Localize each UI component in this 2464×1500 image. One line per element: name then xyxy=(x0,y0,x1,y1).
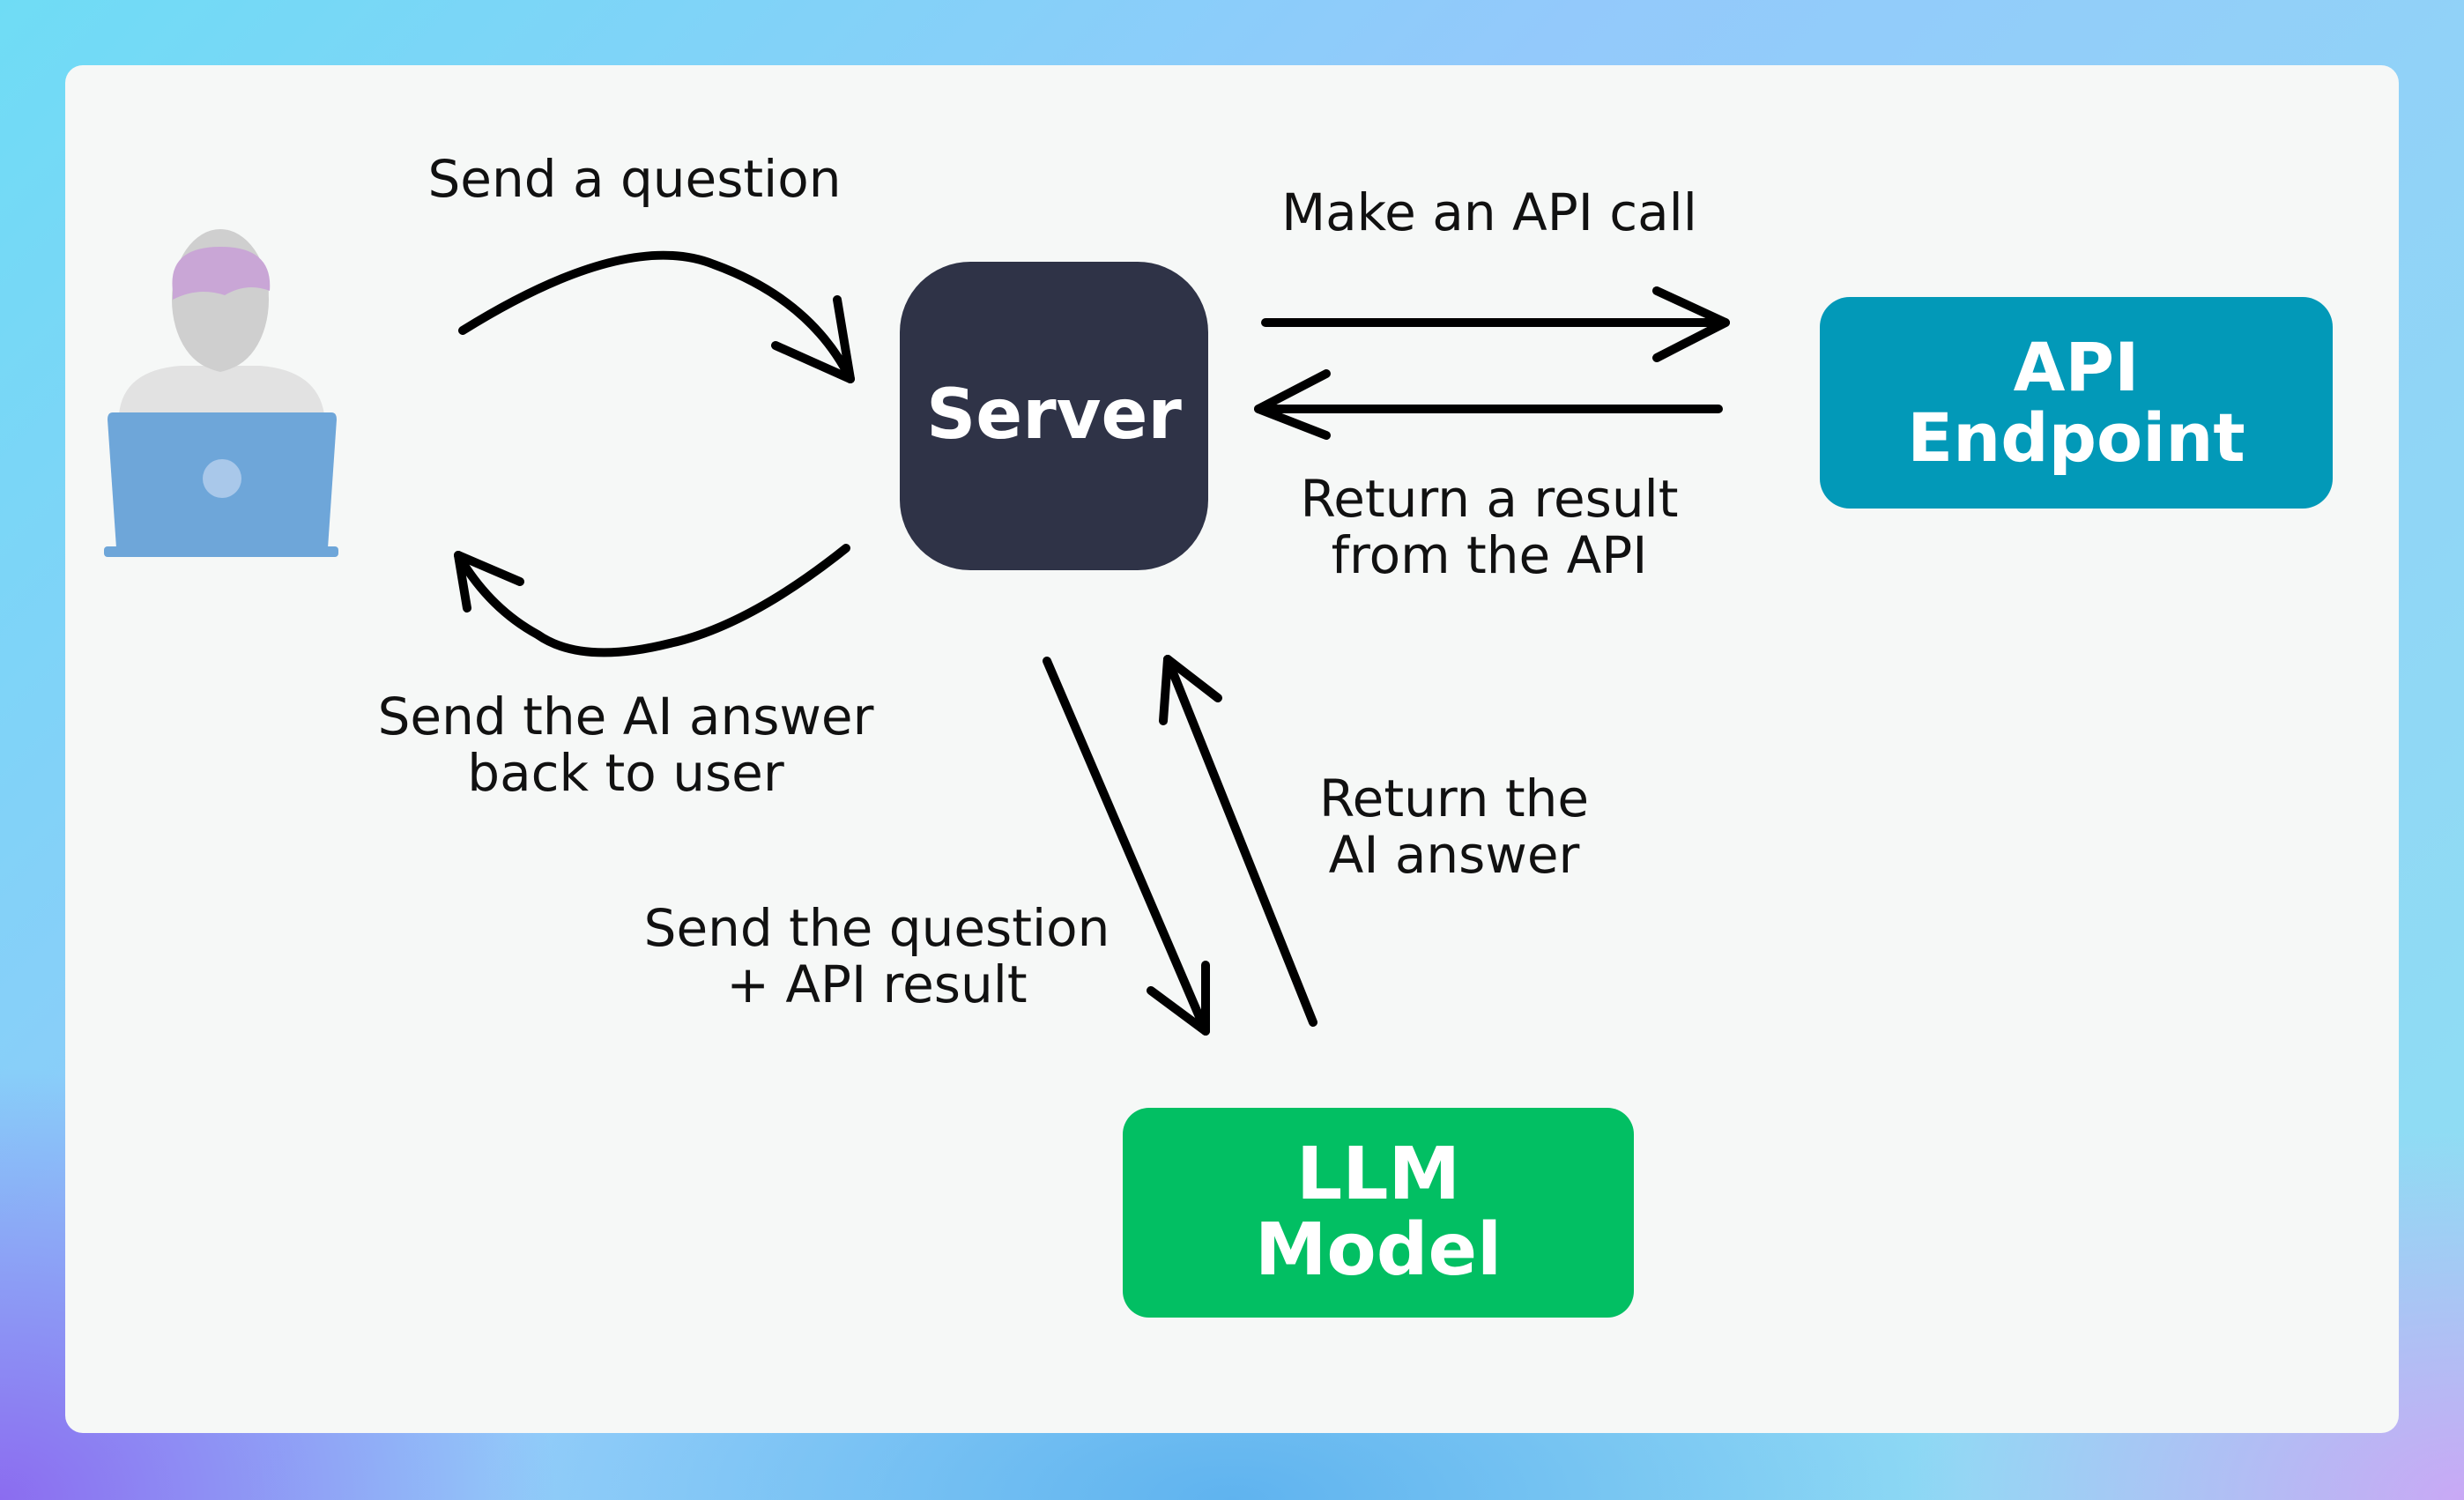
server-node: Server xyxy=(900,262,1208,570)
server-label: Server xyxy=(926,375,1182,456)
edge-label-return-ai-answer: Return the AI answer xyxy=(1318,769,1590,885)
arrow-server-to-api xyxy=(1261,286,1730,362)
user-at-laptop-icon xyxy=(104,229,338,557)
arrow-user-to-server xyxy=(458,250,855,383)
edge-label-send-answer-back: Send the AI answer back to user xyxy=(377,687,874,803)
edge-label-return-api-result: Return a result from the API xyxy=(1300,469,1679,585)
arrow-server-to-user xyxy=(454,544,850,657)
edge-label-make-api-call: Make an API call xyxy=(1281,182,1697,242)
edge-label-send-question-api-result: Send the question + API result xyxy=(643,898,1110,1014)
llm-model-label: LLM Model xyxy=(1254,1132,1503,1292)
api-endpoint-label: API Endpoint xyxy=(1907,328,2245,477)
llm-model-node: LLM Model xyxy=(1123,1108,1634,1318)
arrow-server-to-llm xyxy=(1043,657,1210,1036)
arrow-llm-to-server xyxy=(1159,655,1317,1027)
arrow-api-to-server xyxy=(1254,369,1723,440)
api-endpoint-node: API Endpoint xyxy=(1820,297,2333,509)
edge-label-send-question: Send a question xyxy=(427,149,842,209)
